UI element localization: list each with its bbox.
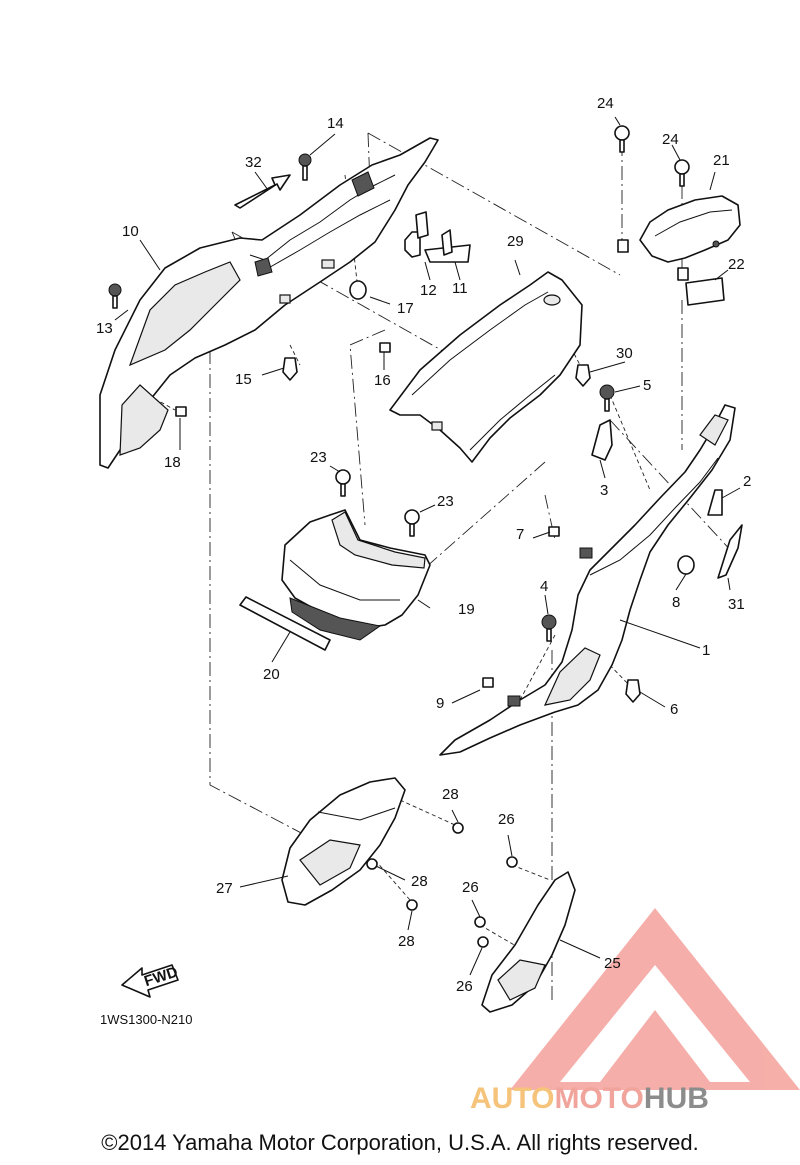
spacer-icon — [617, 239, 629, 253]
callout-labels: 1 2 3 4 5 6 7 8 9 10 11 12 13 14 15 16 1… — [96, 95, 751, 995]
callout-label: 24 — [662, 131, 679, 148]
callout-label: 16 — [374, 372, 391, 389]
nut-icon — [548, 526, 560, 537]
callout-label: 17 — [397, 300, 414, 317]
callout-label: 27 — [216, 880, 233, 897]
nut-icon — [175, 406, 187, 417]
diagram-code: 1WS1300-N210 — [100, 1012, 193, 1027]
bolt-icon — [298, 153, 312, 181]
watermark-part-moto: MOTO — [554, 1082, 644, 1115]
washer-icon — [366, 858, 378, 870]
part-21-bracket-cover — [639, 195, 741, 263]
washer-icon — [477, 936, 489, 948]
callout-label: 28 — [442, 786, 459, 803]
callout-label: 32 — [245, 154, 262, 171]
callout-label: 22 — [728, 256, 745, 273]
callout-label: 9 — [436, 695, 444, 712]
copyright-notice: ©2014 Yamaha Motor Corporation, U.S.A. A… — [101, 1130, 699, 1155]
watermark-part-hub: HUB — [643, 1082, 709, 1115]
callout-label: 24 — [597, 95, 614, 112]
clip-icon — [575, 364, 591, 387]
callout-label: 18 — [164, 454, 181, 471]
part-27-lower-bracket — [281, 777, 406, 906]
bolt-icon — [614, 125, 630, 153]
callout-label: 28 — [411, 873, 428, 890]
callout-label: 29 — [507, 233, 524, 250]
bolt-icon — [599, 384, 615, 412]
leader-lines — [114, 116, 741, 976]
callout-label: 5 — [643, 377, 651, 394]
bolt-icon — [404, 509, 420, 537]
part-2-3-31-small — [591, 419, 743, 579]
watermark-wordmark: AUTOMOTOHUB — [470, 1082, 709, 1116]
fwd-arrow-icon: FWD — [121, 963, 180, 998]
callout-label: 30 — [616, 345, 633, 362]
part-32-arrow-decal — [234, 174, 291, 209]
callout-label: 13 — [96, 320, 113, 337]
bolt-icon — [674, 159, 690, 187]
callout-label: 19 — [458, 601, 475, 618]
part-10-rear-cover — [99, 137, 439, 469]
part-19-tail-center — [281, 509, 431, 641]
callout-label: 26 — [462, 879, 479, 896]
fasteners — [108, 125, 695, 948]
bolt-icon — [108, 283, 122, 309]
callout-label: 2 — [743, 473, 751, 490]
callout-label: 1 — [702, 642, 710, 659]
callout-label: 23 — [310, 449, 327, 466]
callout-label: 6 — [670, 701, 678, 718]
callout-label: 4 — [540, 578, 548, 595]
washer-icon — [452, 822, 464, 834]
callout-label: 31 — [728, 596, 745, 613]
bolt-icon — [335, 469, 351, 497]
callout-label: 20 — [263, 666, 280, 683]
nut-icon — [379, 342, 391, 353]
grommet-icon — [349, 280, 367, 300]
spacer-icon — [677, 267, 689, 281]
clip-icon — [282, 357, 298, 381]
callout-label: 28 — [398, 933, 415, 950]
grommet-icon — [677, 555, 695, 575]
callout-label: 21 — [713, 152, 730, 169]
callout-label: 25 — [604, 955, 621, 972]
washer-icon — [506, 856, 518, 868]
callout-label: 12 — [420, 282, 437, 299]
callout-label: 26 — [498, 811, 515, 828]
part-29-center-cover — [389, 271, 583, 463]
callout-label: 11 — [452, 280, 468, 297]
nut-icon — [482, 677, 494, 688]
callout-label: 8 — [672, 594, 680, 611]
callout-label: 10 — [122, 223, 139, 240]
callout-label: 7 — [516, 526, 524, 543]
washer-icon — [406, 899, 418, 911]
part-20-strip — [239, 596, 331, 651]
callout-label: 3 — [600, 482, 608, 499]
bolt-icon — [541, 614, 557, 642]
part-11-12-brackets — [404, 211, 471, 263]
watermark-logo-icon — [510, 908, 800, 1090]
washer-icon — [474, 916, 486, 928]
part-1-side-cover — [439, 404, 736, 756]
clip-icon — [625, 679, 641, 703]
callout-label: 26 — [456, 978, 473, 995]
part-22-pad — [685, 277, 725, 306]
callout-label: 23 — [437, 493, 454, 510]
callout-label: 14 — [327, 115, 344, 132]
watermark-part-auto: AUTO — [470, 1082, 555, 1115]
part-25-lower-bracket — [481, 871, 576, 1013]
callout-label: 15 — [235, 371, 252, 388]
